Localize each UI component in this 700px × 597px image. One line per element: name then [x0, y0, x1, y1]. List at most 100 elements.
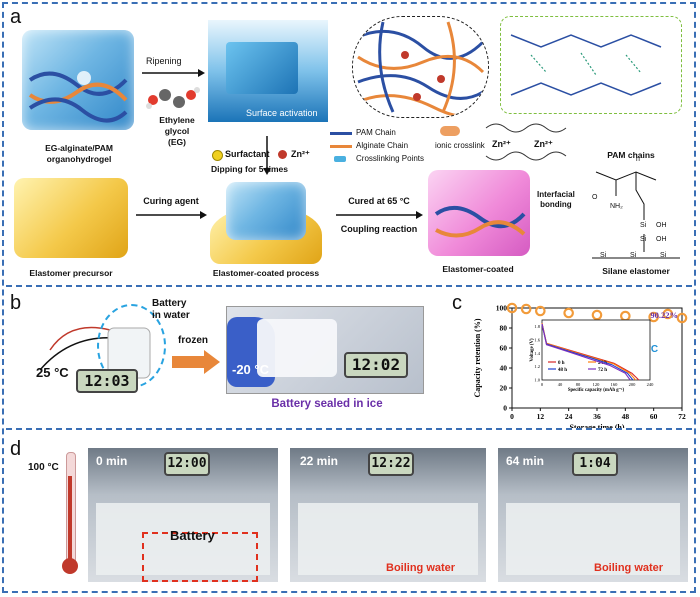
crosslink-point-icon	[334, 156, 346, 162]
inset-x-tick-label: 120	[593, 382, 601, 387]
panel-label-a: a	[10, 6, 22, 28]
retention-point	[591, 309, 603, 321]
retention-point	[535, 305, 546, 317]
y-axis-label: Capacity retention (%)	[473, 318, 482, 397]
retention-point	[506, 302, 518, 314]
dipped-cube	[226, 182, 306, 240]
water-tank-0	[96, 503, 270, 575]
inset-y-axis-label: Voltage (V)	[530, 338, 535, 362]
chem-o: O	[592, 194, 598, 201]
inset-y-tick-label: 1.4	[534, 351, 540, 356]
legend-surfactant: Surfactant	[225, 149, 270, 159]
thermometer-level	[68, 476, 72, 562]
interfacial-bonding-label: Interfacial bonding	[537, 190, 575, 209]
ice-block-photo	[226, 306, 424, 394]
y-tick-label: 80	[500, 324, 508, 333]
network-zoom-view	[352, 16, 489, 118]
chemical-structure-box	[500, 16, 682, 114]
y-tick-label: 20	[500, 384, 508, 393]
organohydrogel-label: EG-alginate/PAM organohydrogel	[45, 143, 113, 164]
chem-oh-2: OH	[656, 236, 667, 243]
elastomer-coated-label: Elastomer-coated	[442, 264, 514, 274]
pam-chains-label: PAM chains	[607, 150, 655, 160]
x-tick-label: 12	[537, 412, 545, 421]
eg-label: Ethylene glycol (EG)	[159, 115, 195, 147]
coated-process-image	[210, 176, 322, 264]
x-tick-label: 72	[678, 412, 686, 421]
frame-64-time: 64 min	[506, 454, 545, 468]
chem-nh2: NH₂	[610, 203, 623, 210]
curing-arrow	[136, 211, 207, 219]
organohydrogel-cube	[22, 30, 134, 130]
separator-b-d	[6, 428, 692, 430]
chem-oh-1: OH	[656, 222, 667, 229]
frame-22-clock: 12:22	[368, 452, 414, 476]
inset-y-tick-label: 1.8	[534, 324, 540, 329]
coupling-label: Coupling reaction	[340, 224, 418, 234]
polymer-network-illustration	[28, 71, 128, 123]
legend-crosslinking-points: Crosslinking Points	[356, 154, 425, 163]
chem-si-5: Si	[660, 252, 667, 259]
retention-point	[662, 308, 674, 320]
dipping-label: Dipping for 5 times	[211, 164, 288, 174]
battery-sealed-caption: Battery sealed in ice	[271, 398, 383, 410]
x-tick-label: 48	[622, 412, 630, 421]
ethylene-glycol-molecule	[146, 87, 200, 109]
room-temp-label: 25 °C	[36, 365, 69, 380]
legend-zn: Zn²⁺	[291, 149, 310, 159]
inset-x-tick-label: 80	[576, 382, 581, 387]
coated-network-illustration	[434, 206, 526, 238]
y-tick-label: 60	[500, 344, 508, 353]
inset-series-line	[541, 323, 631, 381]
boiling-temp-label: 100 °C	[28, 462, 59, 473]
inset-y-tick-label: 1.2	[534, 364, 540, 369]
x-tick-label: 24	[565, 412, 573, 421]
inset-legend-label: 0 h	[558, 361, 565, 366]
inset-legend-label: 48 h	[558, 368, 567, 373]
retention-point	[648, 311, 659, 323]
battery-label: Battery	[170, 528, 215, 543]
inset-legend-label: 72 h	[598, 368, 607, 373]
frame-22-caption: Boiling water	[386, 562, 456, 574]
frame-0-clock: 12:00	[164, 452, 210, 476]
frame-22-time: 22 min	[300, 454, 339, 468]
chem-n: n	[636, 156, 640, 163]
thermometer-bulb	[62, 558, 78, 574]
activated-cube	[226, 42, 298, 94]
y-tick-label: 0	[503, 404, 507, 413]
final-retention-annotation: 90.22%	[650, 310, 678, 320]
chem-si-3: Si	[600, 252, 607, 259]
separator-a-b	[6, 285, 692, 287]
battery-in-water-label: Battery in water	[152, 298, 190, 321]
y-tick-label: 40	[500, 364, 508, 373]
thermometer	[56, 448, 86, 578]
inset-x-tick-label: 0	[541, 382, 544, 387]
ice-block	[257, 319, 337, 377]
chem-si-2: Si	[640, 236, 647, 243]
cured-label: Cured at 65 °C	[348, 196, 410, 206]
clock-left: 12:03	[76, 369, 138, 393]
curing-agent-label: Curing agent	[143, 196, 199, 206]
inset-y-tick-label: 1.6	[534, 338, 540, 343]
x-tick-label: 60	[650, 412, 658, 421]
retention-point	[520, 303, 532, 315]
silane-elastomer-label: Silane elastomer	[602, 266, 670, 276]
boiling-frame-22	[290, 448, 486, 582]
surfactant-icon	[212, 150, 223, 161]
inset-x-tick-label: 240	[647, 382, 655, 387]
water-tank-64	[506, 503, 680, 575]
x-tick-label: 0	[510, 412, 514, 421]
frame-0-time: 0 min	[96, 454, 128, 468]
retention-point	[676, 312, 688, 324]
inset-plot-area	[541, 319, 651, 381]
inset-x-tick-label: 200	[629, 382, 637, 387]
zn-ion-1: Zn²⁺	[492, 139, 511, 149]
coated-process-label: Elastomer-coated process	[212, 268, 320, 278]
ripening-arrow	[142, 69, 205, 77]
egg-box-structure	[485, 123, 567, 161]
frozen-arrow	[172, 350, 220, 374]
legend-alginate-chain: Alginate Chain	[356, 141, 409, 150]
alginate-chain-icon	[330, 145, 352, 148]
